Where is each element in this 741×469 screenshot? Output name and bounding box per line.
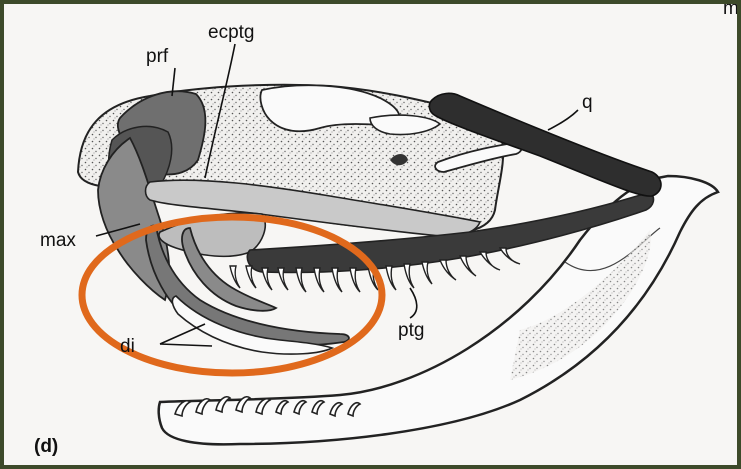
snake-skull-diagram: prf ecptg q max di ptg (d) m <box>4 4 737 465</box>
label-q: q <box>582 92 593 113</box>
label-ecptg: ecptg <box>208 22 254 43</box>
figure-frame: prf ecptg q max di ptg (d) m <box>4 4 737 465</box>
label-prf: prf <box>146 46 169 67</box>
corner-mark: m <box>723 4 737 19</box>
label-ptg: ptg <box>398 320 424 341</box>
label-max: max <box>40 230 76 251</box>
label-di: di <box>120 336 135 357</box>
panel-label: (d) <box>34 436 58 457</box>
